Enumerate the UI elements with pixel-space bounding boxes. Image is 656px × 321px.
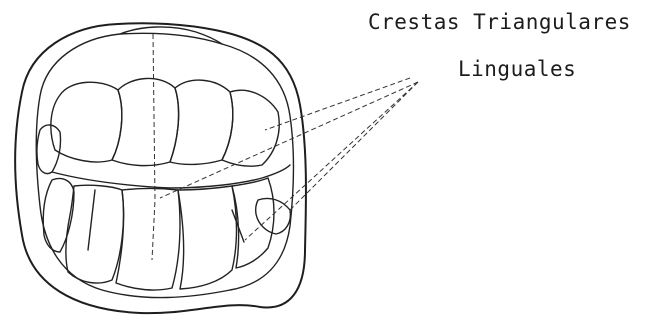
crown-outer-outline xyxy=(15,23,306,313)
mesial-marginal-ridge xyxy=(120,27,222,44)
leader-line-1 xyxy=(160,82,418,198)
cusp-lobe-5 xyxy=(37,125,61,174)
annotation-label-line-2: Linguales xyxy=(458,57,576,81)
leader-line-3 xyxy=(290,82,418,210)
central-groove-line xyxy=(152,34,155,260)
cusp-lobe-3 xyxy=(170,80,233,164)
cusp-lobe-8 xyxy=(116,189,180,291)
cusp-lobe-10 xyxy=(232,178,274,268)
cusp-lobe-9 xyxy=(178,186,237,289)
cusp-lobe-2 xyxy=(112,78,179,165)
cusp-lobe-1 xyxy=(51,82,122,162)
lingual-groove-line-1 xyxy=(88,190,95,250)
leader-line-4 xyxy=(265,78,410,130)
annotation-label-line-1: Crestas Triangulares xyxy=(368,10,631,34)
